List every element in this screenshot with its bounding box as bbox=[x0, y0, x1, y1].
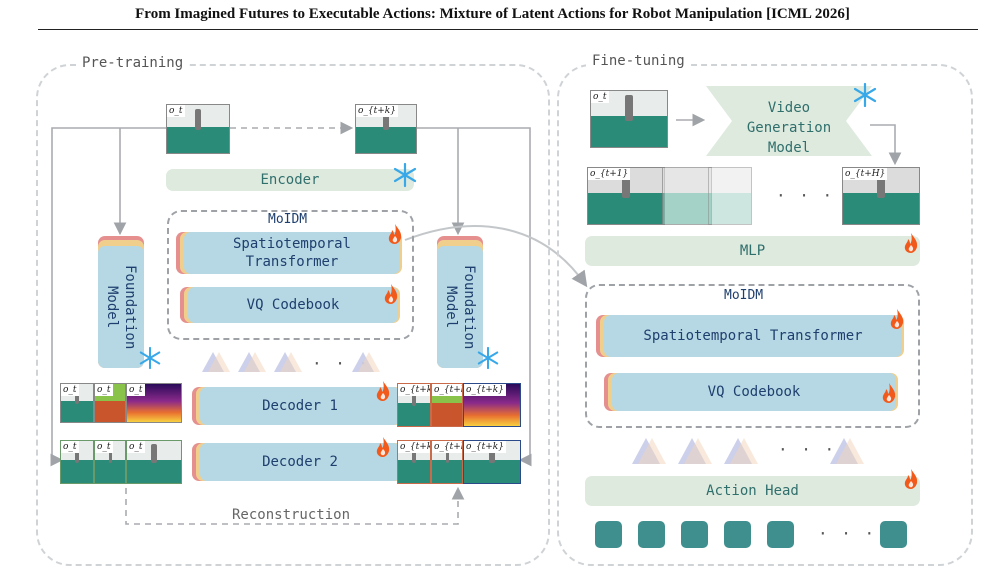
left-frame-rgb: o_t bbox=[60, 383, 94, 423]
right-frame-depth: o_{t+k} bbox=[463, 383, 521, 427]
finetuning-panel bbox=[557, 64, 973, 566]
generated-frame: o_{t+H} bbox=[842, 167, 920, 225]
title-rule bbox=[38, 29, 978, 30]
action-token bbox=[638, 521, 665, 548]
mlp-bar: MLP bbox=[585, 236, 920, 266]
action-token bbox=[880, 521, 907, 548]
latent-token bbox=[358, 352, 380, 372]
frozen-snowflake-icon bbox=[853, 82, 877, 108]
latent-token bbox=[208, 352, 230, 372]
pretraining-label: Pre-training bbox=[76, 55, 190, 71]
foundation-model-right: Foundation Model bbox=[437, 246, 483, 368]
decoder-1-block: Decoder 1 bbox=[200, 387, 400, 425]
right-frame-rgb: o_{t+k} bbox=[431, 440, 463, 484]
frozen-snowflake-icon bbox=[139, 346, 161, 370]
pretraining-panel bbox=[36, 64, 550, 566]
latent-token bbox=[684, 438, 712, 464]
generated-frame bbox=[662, 167, 712, 225]
action-head-bar: Action Head bbox=[585, 476, 920, 506]
st-transformer-block: Spatiotemporal Transformer bbox=[184, 232, 400, 274]
generated-frame: o_{t+1} bbox=[587, 167, 665, 225]
ellipsis: · · · bbox=[776, 186, 835, 205]
ft-moidm-box bbox=[585, 284, 920, 428]
video-generation-model-label: Video Generation Model bbox=[746, 100, 832, 156]
trainable-fire-icon bbox=[890, 309, 904, 329]
generated-frame bbox=[708, 167, 752, 225]
action-token bbox=[724, 521, 751, 548]
trainable-fire-icon bbox=[882, 383, 896, 403]
right-frame-seg: o_{t+k} bbox=[431, 383, 463, 427]
latent-token bbox=[280, 352, 302, 372]
left-frame-rgb: o_t bbox=[94, 440, 126, 484]
trainable-fire-icon bbox=[384, 284, 398, 304]
ft-moidm-label: MoIDM bbox=[724, 288, 764, 303]
frame-ot-k: o_{t+k} bbox=[355, 104, 417, 154]
decoder-2-block: Decoder 2 bbox=[200, 443, 400, 481]
action-token bbox=[767, 521, 794, 548]
reconstruction-label: Reconstruction bbox=[228, 507, 355, 523]
latent-token bbox=[244, 352, 266, 372]
ft-st-transformer-block: Spatiotemporal Transformer bbox=[604, 315, 902, 357]
paper-title: From Imagined Futures to Executable Acti… bbox=[135, 6, 850, 22]
ft-frame-ot: o_t bbox=[590, 90, 668, 148]
frozen-snowflake-icon bbox=[393, 162, 417, 188]
ellipsis: · · · bbox=[818, 524, 877, 543]
left-frame-rgb: o_t bbox=[60, 440, 94, 484]
video-generation-model-shape bbox=[706, 86, 872, 156]
trainable-fire-icon bbox=[388, 224, 402, 244]
left-frame-depth: o_t bbox=[126, 383, 182, 423]
latent-token bbox=[836, 438, 864, 464]
latent-token bbox=[638, 438, 666, 464]
ft-vq-codebook-block: VQ Codebook bbox=[612, 373, 896, 411]
trainable-fire-icon bbox=[904, 233, 918, 253]
left-frame-seg: o_t bbox=[94, 383, 126, 423]
trainable-fire-icon bbox=[376, 437, 390, 457]
right-frame-rgb: o_{t+k} bbox=[397, 383, 431, 427]
foundation-model-left: Foundation Model bbox=[98, 246, 144, 368]
encoder-bar: Encoder bbox=[166, 169, 414, 191]
action-token bbox=[681, 521, 708, 548]
vq-codebook-block: VQ Codebook bbox=[188, 287, 398, 323]
frozen-snowflake-icon bbox=[477, 346, 499, 370]
frame-ot: o_t bbox=[166, 104, 230, 154]
latent-token bbox=[730, 438, 758, 464]
right-frame-rgb: o_{t+k} bbox=[397, 440, 431, 484]
moidm-box bbox=[167, 210, 414, 340]
action-token bbox=[595, 521, 622, 548]
moidm-label: MoIDM bbox=[268, 212, 308, 227]
trainable-fire-icon bbox=[904, 469, 918, 489]
right-frame-rgb: o_{t+k} bbox=[463, 440, 521, 484]
trainable-fire-icon bbox=[376, 381, 390, 401]
finetuning-label: Fine-tuning bbox=[586, 53, 691, 69]
left-frame-rgb: o_t bbox=[126, 440, 182, 484]
ellipsis: · · · bbox=[778, 440, 837, 459]
